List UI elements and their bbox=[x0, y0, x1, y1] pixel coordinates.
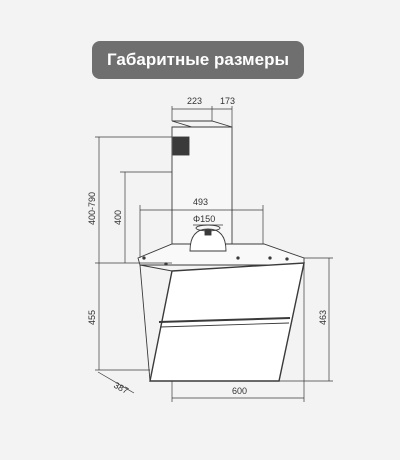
dim-chimney-depth: 173 bbox=[220, 96, 235, 106]
dim-vent-width: 493 bbox=[193, 197, 208, 207]
dim-outlet-diameter: Φ150 bbox=[193, 214, 215, 224]
chimney-bracket bbox=[172, 136, 190, 156]
dim-chimney-width: 223 bbox=[187, 96, 202, 106]
dim-chimney-height-range: 400-790 bbox=[87, 192, 97, 225]
title-text: Габаритные размеры bbox=[107, 50, 289, 69]
title-banner: Габаритные размеры bbox=[92, 41, 304, 79]
outlet-dome bbox=[189, 228, 227, 252]
dim-chimney-min: 400 bbox=[113, 210, 123, 225]
dim-hood-height-left: 455 bbox=[87, 310, 97, 325]
dim-hood-height-right: 463 bbox=[318, 310, 328, 325]
dim-hood-width: 600 bbox=[232, 386, 247, 396]
chimney-top bbox=[171, 120, 233, 128]
dim-hood-depth: 387 bbox=[112, 380, 130, 396]
